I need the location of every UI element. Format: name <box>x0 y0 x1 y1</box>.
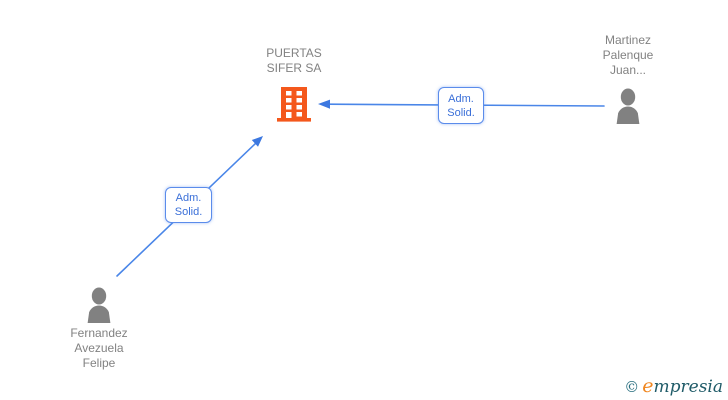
edge-label-line: Adm. <box>448 92 474 105</box>
company-name: PUERTAS SIFER SA <box>232 46 356 76</box>
arrowhead-at-company-bottom <box>251 136 263 147</box>
brand-name: empresia <box>642 375 724 397</box>
arrowhead-at-company-left <box>318 99 330 109</box>
node-person-martinez-palenque-juan[interactable]: Martinez Palenque Juan... <box>566 33 690 124</box>
person-name: Martinez Palenque Juan... <box>566 33 690 78</box>
edge-label-adm-solid-left[interactable]: Adm. Solid. <box>165 187 212 223</box>
empresia-logo[interactable]: ©empresia <box>624 375 723 397</box>
edge-label-adm-solid-right[interactable]: Adm. Solid. <box>438 87 484 124</box>
copyright-symbol: © <box>624 378 640 396</box>
person-name-line: Palenque <box>602 48 654 62</box>
company-name-line: SIFER SA <box>266 61 322 75</box>
node-company-puertas-sifer-sa[interactable]: PUERTAS SIFER SA <box>232 46 356 122</box>
edge-label-line: Solid. <box>447 106 475 119</box>
edge-label-line: Adm. <box>175 192 202 204</box>
person-name: Fernandez Avezuela Felipe <box>37 326 161 371</box>
brand-rest: mpresia <box>653 377 724 397</box>
person-name-line: Martinez <box>604 33 651 47</box>
person-name-line: Fernandez <box>70 326 128 340</box>
node-person-fernandez-avezuela-felipe[interactable]: Fernandez Avezuela Felipe <box>37 287 161 371</box>
edge-label-line: Solid. <box>174 206 203 218</box>
person-name-line: Juan... <box>609 63 647 77</box>
person-icon <box>87 287 111 323</box>
person-name-line: Avezuela <box>74 341 124 355</box>
brand-initial: e <box>642 375 654 397</box>
company-name-line: PUERTAS <box>266 46 322 60</box>
person-icon <box>616 88 640 124</box>
person-name-line: Felipe <box>82 356 116 370</box>
building-icon <box>277 87 311 122</box>
